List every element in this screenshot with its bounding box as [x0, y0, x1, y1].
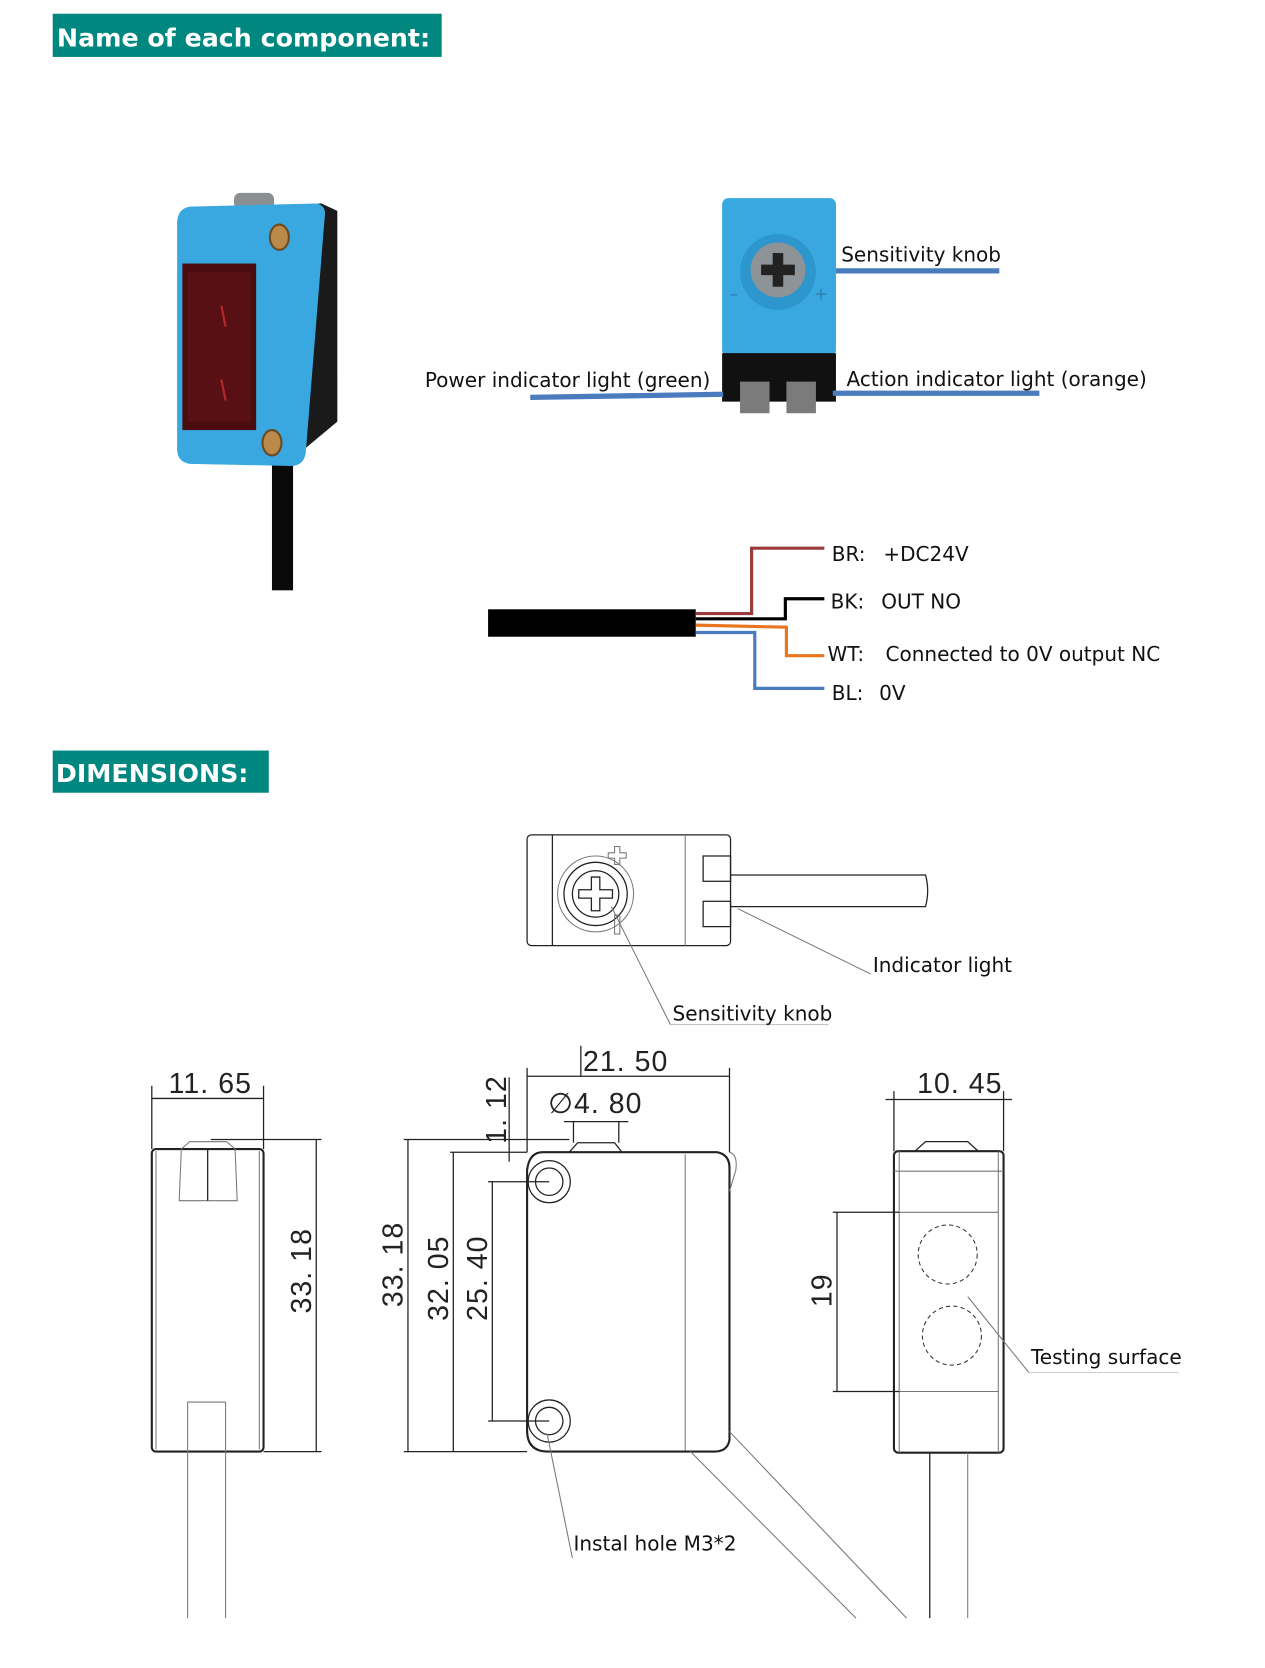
rear-view-knob-top — [914, 1141, 979, 1152]
wire-code: BR: — [832, 542, 866, 566]
front-view-cable-line — [729, 1431, 907, 1619]
dim-front-body-height: 32. 05 — [423, 1235, 455, 1320]
components-banner: Name of each component: — [52, 13, 442, 57]
back-base — [722, 353, 836, 402]
wire-function: 0V — [879, 681, 906, 705]
lens-emitter — [917, 1224, 978, 1285]
lens-glint — [220, 305, 227, 327]
minus-mark: – — [729, 283, 737, 303]
side-view-led-block — [178, 1141, 238, 1202]
front-view-drawing: 21. 50 ∅4. 80 1. 12 33. 18 32. 05 25. 40… — [378, 1045, 907, 1619]
lens-receiver — [921, 1305, 982, 1366]
front-view-knob-top — [568, 1142, 623, 1153]
dim-front-width: 21. 50 — [583, 1046, 668, 1078]
wire-label-row: BL: 0V — [832, 681, 906, 705]
components-banner-bg — [52, 13, 442, 57]
top-view-led — [702, 900, 732, 928]
plus-icon — [607, 845, 627, 865]
components-title: Name of each component: — [57, 23, 430, 52]
top-view-knob-ring — [563, 861, 628, 927]
top-view-led — [702, 855, 732, 882]
dim-lens-span: 19 — [807, 1273, 839, 1307]
front-view-cable-stub — [728, 1151, 737, 1192]
lens-glint — [220, 379, 227, 401]
wire-function: +DC24V — [883, 542, 969, 566]
knob-cross-icon — [761, 252, 795, 287]
top-view-knob-ring — [557, 855, 635, 933]
dim-hole-diameter: ∅4. 80 — [548, 1088, 642, 1120]
mount-hole-bottom — [261, 429, 283, 457]
dimensions-banner: DIMENSIONS: — [52, 750, 269, 793]
indicator-light-green — [740, 381, 770, 414]
wire-brown — [695, 546, 825, 616]
power-callout-line — [530, 391, 724, 401]
wire-code: BL: — [832, 681, 864, 705]
dim-side-width: 11. 65 — [169, 1068, 252, 1100]
mount-hole-top — [268, 223, 290, 251]
dim-hole-spacing: 25. 40 — [462, 1235, 494, 1320]
front-view-cable-line — [690, 1451, 857, 1619]
rear-view-body — [892, 1150, 1005, 1454]
top-view-body — [526, 834, 732, 947]
wire-function: OUT NO — [881, 589, 961, 613]
top-view-knob-cross-icon — [578, 876, 614, 912]
top-view-cable — [730, 874, 929, 908]
sensor-cable — [271, 442, 294, 591]
wire-function: Connected to 0V output NC — [885, 642, 1160, 666]
wire-label-row: WT: Connected to 0V output NC — [828, 642, 1161, 666]
dim-front-total-height: 33. 18 — [378, 1222, 410, 1307]
dim-rear-width: 10. 45 — [917, 1068, 1002, 1100]
sensor-photo — [177, 192, 338, 591]
knob-leader-line — [610, 906, 671, 1025]
testing-surface-label: Testing surface — [1030, 1345, 1182, 1369]
wire-label-row: BR: +DC24V — [832, 542, 969, 566]
front-view-body — [526, 1151, 731, 1453]
sensor-lens-inner — [187, 271, 251, 422]
install-hole-label: Instal hole M3*2 — [573, 1532, 736, 1556]
top-view-knob — [571, 870, 620, 918]
wire-code: BK: — [831, 589, 865, 613]
sensitivity-knob-top-label: Sensitivity knob — [673, 1001, 833, 1025]
dimensions-banner-bg — [52, 750, 269, 793]
wire-white — [695, 623, 825, 658]
indicator-light-orange — [786, 381, 816, 414]
wire-code: WT: — [828, 642, 865, 666]
install-hole-leader — [546, 1433, 573, 1559]
dim-side-height: 33. 18 — [286, 1228, 318, 1313]
wire-label-row: BK: OUT NO — [831, 589, 961, 613]
sensitivity-knob-label: Sensitivity knob — [841, 242, 1001, 266]
dimensions-title: DIMENSIONS: — [56, 759, 249, 788]
indicator-light-label: Indicator light — [873, 953, 1012, 977]
wiring-diagram: BR: +DC24V BK: OUT NO WT: Connected to 0… — [488, 542, 1160, 705]
testing-surface-leader — [967, 1296, 1030, 1373]
dim-top-offset: 1. 12 — [481, 1075, 513, 1144]
rear-view-drawing: 10. 45 19 Testing surface — [807, 1068, 1182, 1619]
wire-blue — [695, 630, 825, 690]
plus-mark: + — [814, 283, 828, 303]
wire-black — [695, 597, 825, 621]
action-indicator-label: Action indicator light (orange) — [846, 367, 1146, 391]
indicator-leader-line — [737, 908, 871, 975]
side-view-drawing: 11. 65 33. 18 — [150, 1068, 322, 1619]
power-indicator-label: Power indicator light (green) — [425, 368, 710, 392]
top-view-drawing: Indicator light Sensitivity knob — [526, 834, 1012, 1025]
cable-jacket — [488, 609, 696, 637]
sensor-back-photo: + – — [722, 198, 836, 414]
